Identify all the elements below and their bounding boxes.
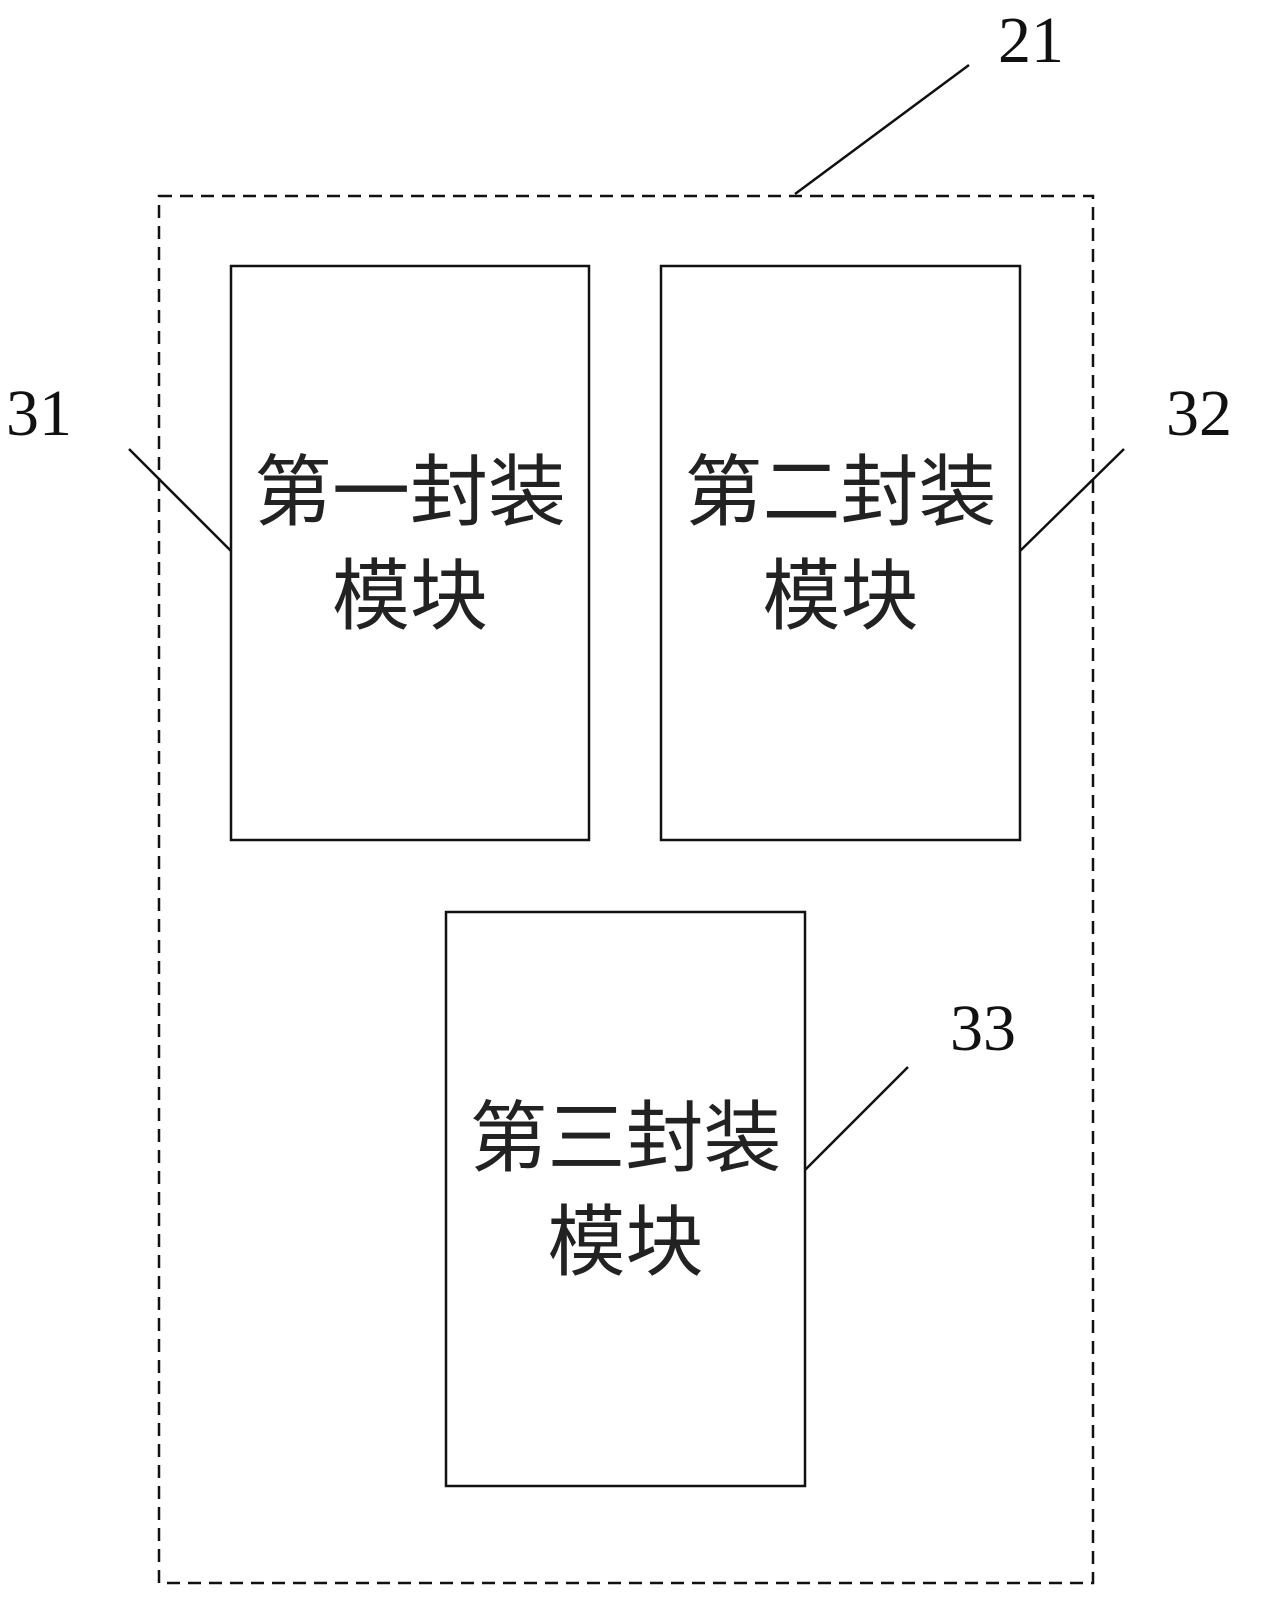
module-label-third-line1: 第三封装 bbox=[446, 1087, 805, 1191]
module-label-first: 第一封装 模块 bbox=[231, 441, 589, 649]
module-label-first-line1: 第一封装 bbox=[231, 441, 589, 545]
ref-label-31: 31 bbox=[6, 381, 72, 447]
module-label-second-line2: 模块 bbox=[661, 545, 1020, 649]
ref-label-33: 33 bbox=[950, 996, 1016, 1062]
module-label-first-line2: 模块 bbox=[231, 545, 589, 649]
package-boundary bbox=[159, 196, 1093, 1583]
module-label-second: 第二封装 模块 bbox=[661, 441, 1020, 649]
leader-line-33 bbox=[805, 1067, 908, 1170]
module-label-third-line2: 模块 bbox=[446, 1191, 805, 1295]
module-label-second-line1: 第二封装 bbox=[661, 441, 1020, 545]
leader-line-32 bbox=[1020, 449, 1124, 551]
module-label-third: 第三封装 模块 bbox=[446, 1087, 805, 1295]
ref-label-21: 21 bbox=[998, 8, 1064, 74]
leader-line-31 bbox=[129, 449, 231, 551]
ref-label-32: 32 bbox=[1166, 381, 1232, 447]
leader-line-21 bbox=[795, 65, 969, 194]
